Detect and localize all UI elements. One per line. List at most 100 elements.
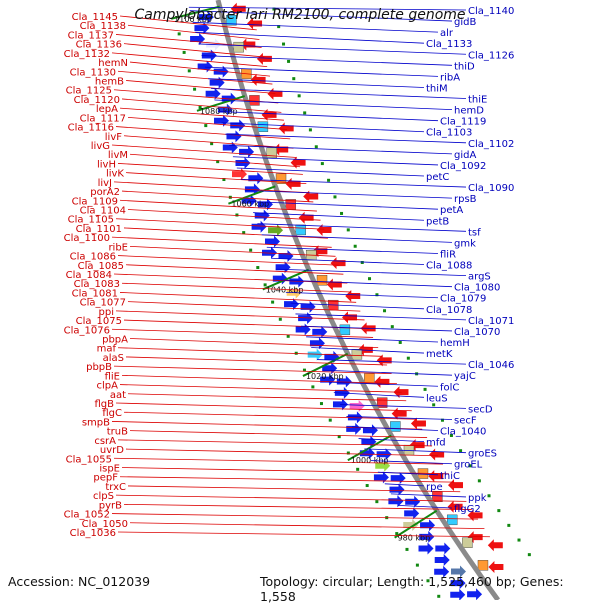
guide-dot [277,25,281,29]
left-gene-label: livG [91,141,110,152]
right-gene-label: Cla_1078 [426,305,472,316]
left-label-leader [119,292,357,303]
right-label-leader [201,55,453,66]
guide-dot [405,547,409,551]
guide-dot [198,105,202,109]
guide-dot [210,142,214,146]
left-gene-label: smpB [82,417,110,428]
right-label-leader [266,246,439,254]
left-label-leader [119,476,455,483]
gene-arrow-reverse [374,375,390,388]
gene-arrow-forward [197,60,213,73]
left-label-leader [115,402,412,412]
left-gene-label: porA2 [90,187,120,198]
right-label-leader [352,426,439,431]
right-gene-label: rpsB [454,194,477,205]
right-gene-label: petB [426,216,449,227]
guide-dot [449,434,453,438]
gene-arrow-forward [268,224,284,237]
right-label-leader [311,347,425,354]
right-gene-label: Cla_1080 [454,283,500,294]
left-label-leader [113,273,348,284]
gene-arrow-forward [403,518,419,531]
guide-dot [256,266,260,270]
gene-arrow-forward [254,209,270,222]
right-label-leader [211,88,467,99]
right-label-leader [232,156,439,166]
gene-arrow-forward [349,399,365,412]
kbp-tick-mark [170,5,220,20]
feature-box [275,173,287,184]
gene-arrow-forward [435,542,451,555]
right-gene-label: alr [440,28,454,39]
left-label-leader [129,153,301,168]
left-gene-label: Cla_1116 [68,123,114,134]
left-gene-label: clpS [93,491,114,502]
feature-box [295,224,306,236]
right-gene-label: Cla_1088 [426,261,472,272]
guide-dot [282,42,286,46]
guide-dot [311,385,315,389]
guide-dot [286,334,290,338]
gene-arrow-reverse [230,2,246,15]
guide-dot [187,69,191,73]
left-gene-label: hemN [98,58,128,69]
guide-dot [390,325,394,329]
left-label-leader [117,255,340,266]
right-label-leader [189,10,453,22]
guide-dot [308,128,312,132]
left-gene-label: fliE [105,371,120,382]
guide-dot [440,418,444,422]
guide-dot [271,300,275,304]
guide-dot [320,162,324,166]
left-gene-label: livH [97,159,116,170]
left-gene-label: pbpB [86,362,112,373]
gene-arrow-forward [388,495,404,508]
right-label-leader [271,257,425,265]
guide-dot [292,77,296,81]
right-gene-label: Cla_1140 [468,6,514,17]
gene-arrow-forward [284,298,300,311]
left-label-leader [119,199,317,212]
right-gene-label: folC [440,382,459,393]
gene-arrow-forward [336,375,352,388]
gene-arrow-forward [420,519,436,532]
guide-dot [327,178,331,182]
left-label-leader [125,356,388,366]
left-gene-label: Cla_1117 [80,113,126,124]
right-gene-label: Cla_1126 [468,50,514,61]
left-label-leader [111,513,479,520]
left-gene-label: aat [110,390,126,401]
left-label-leader [115,126,291,140]
right-gene-label: Cla_1070 [454,327,500,338]
kbp-tick-label: 1020 kbp [306,372,344,381]
left-gene-label: flgB [94,399,114,410]
right-gene-label: mfd [426,438,446,449]
right-label-leader [340,404,467,409]
right-label-leader [306,336,439,343]
right-gene-label: Cla_1071 [468,316,514,327]
gene-arrow-forward [362,424,378,437]
right-label-leader [290,302,425,310]
guide-dot [517,538,521,542]
right-label-leader [371,460,453,465]
guide-dot [222,178,226,182]
left-label-leader [129,430,428,438]
guide-dot [297,94,301,98]
guide-dot [477,479,481,483]
right-gene-label: thiC [440,471,460,482]
guide-dot [353,244,357,248]
guide-dot [360,260,364,264]
left-gene-label: Cla_1145 [72,12,118,23]
right-gene-label: Cla_1040 [440,427,486,438]
gene-arrow-forward [389,483,405,496]
left-label-leader [127,116,288,130]
feature-box [462,537,473,548]
left-label-leader [115,310,365,321]
gene-arrow-forward [404,507,420,520]
gene-arrow-forward [248,172,264,185]
gene-arrow-forward [190,33,206,46]
gene-arrow-reverse [376,354,392,367]
guide-dot [303,111,307,115]
right-label-leader [188,6,467,11]
